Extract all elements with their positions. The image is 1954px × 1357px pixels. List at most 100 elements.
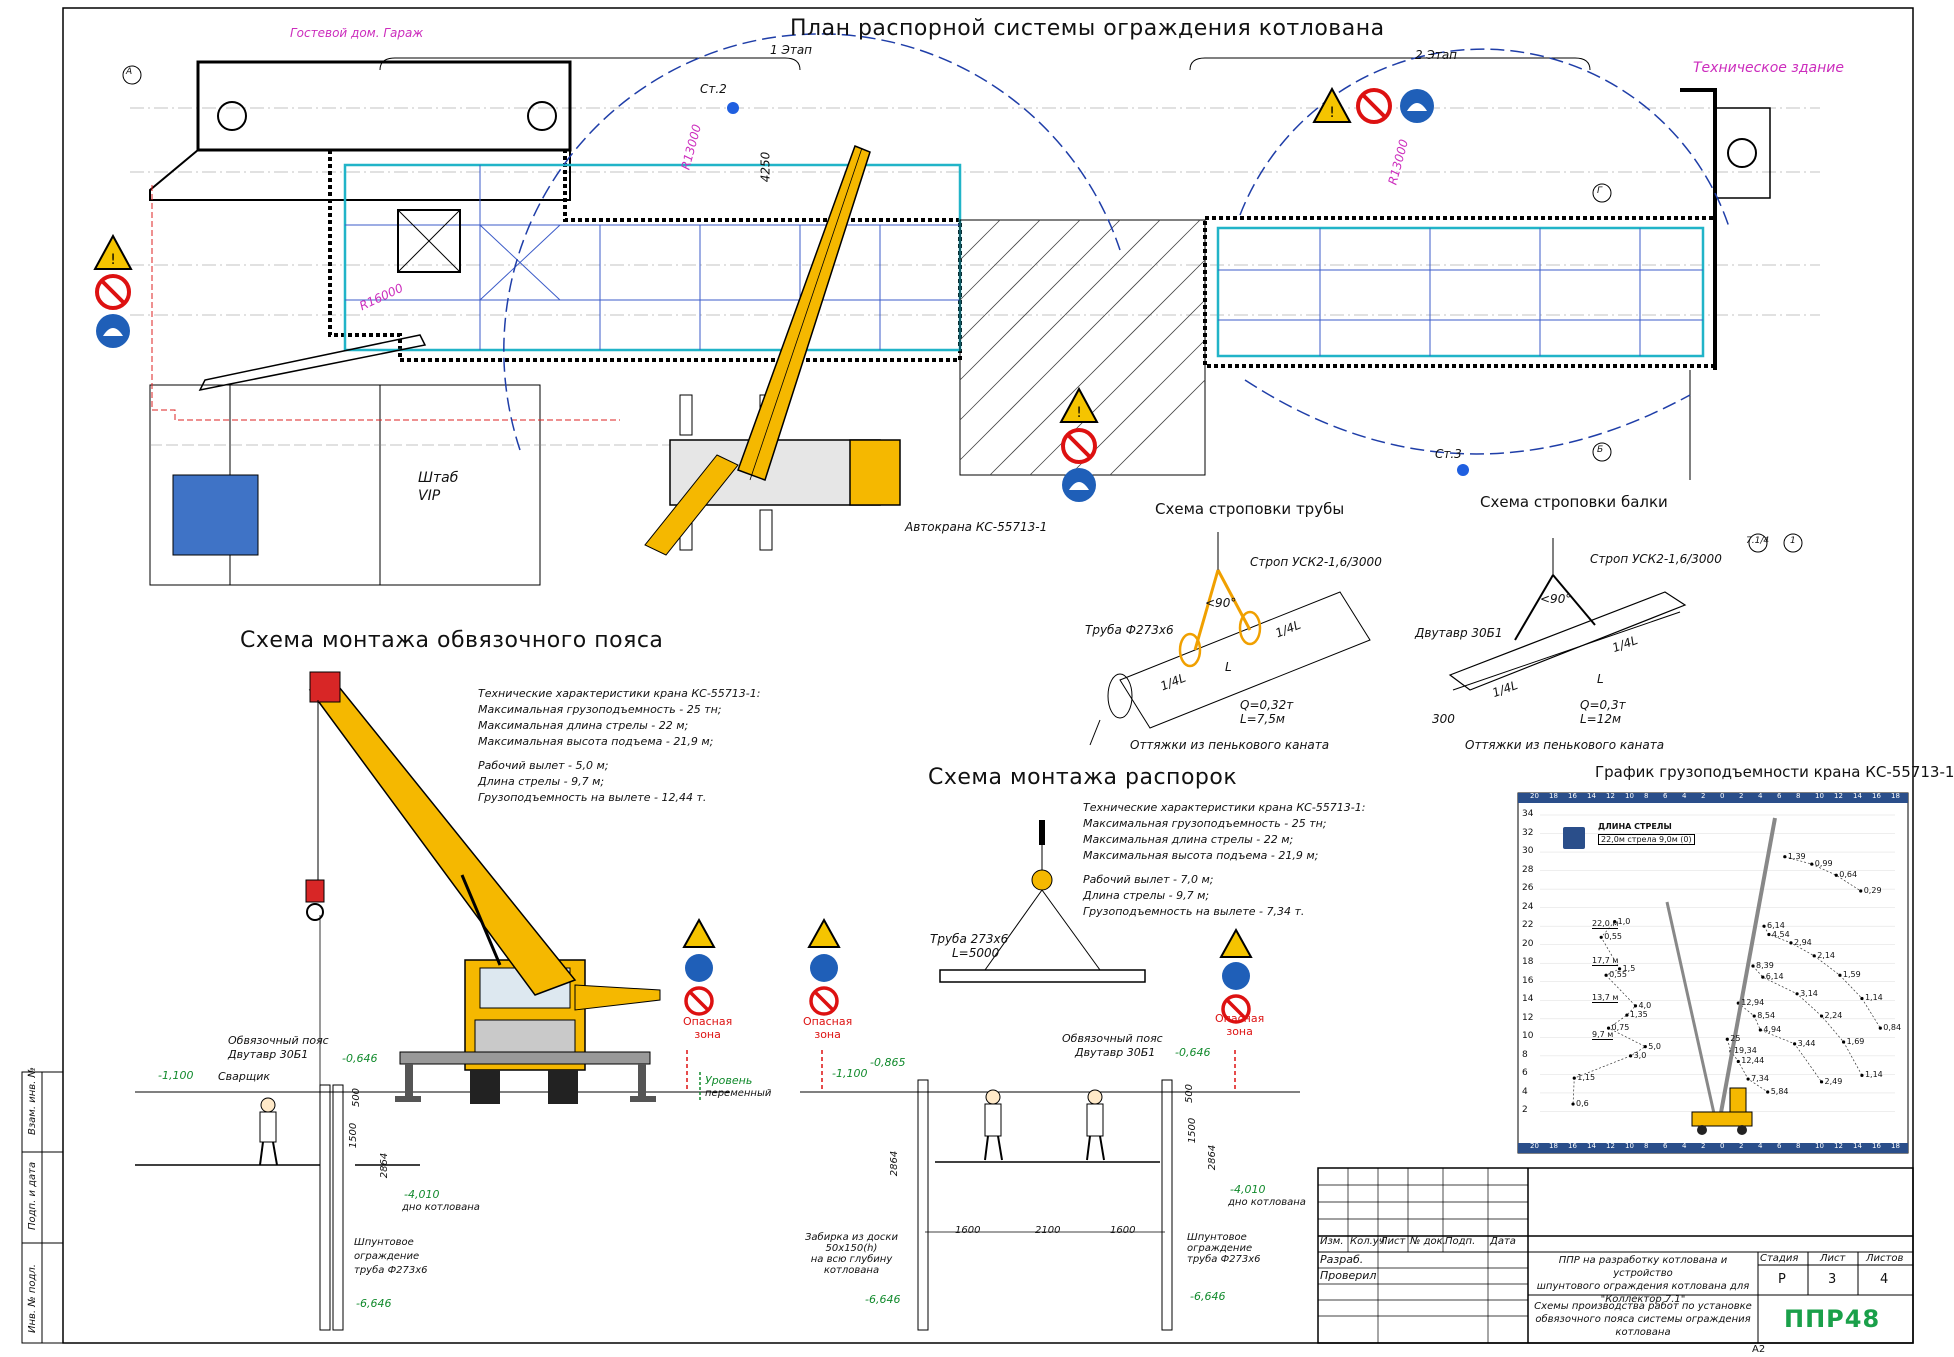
pipe-length: L=7,5м: [1240, 712, 1285, 726]
no-entry-icon-3: [1060, 427, 1098, 465]
tb-sheet-header: Лист: [1820, 1253, 1846, 1264]
belt-level-4: -6,646: [356, 1297, 392, 1310]
chart-data-label: 1,14: [1864, 1070, 1883, 1080]
chart-point: [1762, 924, 1766, 928]
chart-x-tick: 4: [1682, 1142, 1687, 1150]
chart-data-label: 1,59: [1842, 970, 1861, 980]
chart-series-line: [1738, 1002, 1822, 1083]
axis-g: Г: [1597, 186, 1603, 196]
strut-mounting-view: [800, 820, 1300, 1331]
chart-point: [1859, 889, 1863, 893]
tb-stage-header: Стадия: [1760, 1253, 1799, 1264]
chart-x-tick: 18: [1549, 792, 1558, 800]
chart-point: [1643, 1045, 1647, 1049]
svg-text:!: !: [1329, 105, 1335, 121]
chart-y-tick: 14: [1522, 994, 1534, 1005]
strut-dim-500: 500: [1184, 1083, 1196, 1104]
struts-title: Схема монтажа распорок: [928, 765, 1238, 790]
chart-data-label: 7,34: [1751, 1074, 1769, 1084]
strut-dim-1500: 1500: [1187, 1117, 1199, 1144]
beam-label: Двутавр 30Б1: [1415, 626, 1503, 640]
warning-crane-icon: !: [93, 233, 133, 272]
hq-label: Штаб: [418, 470, 459, 486]
helmet-required-icon-3: [1060, 466, 1098, 504]
chart-data-label: 1,5: [1622, 963, 1636, 973]
company-logo: ППР48: [1784, 1305, 1881, 1333]
belt-dim-500: 500: [351, 1087, 363, 1108]
belt-level-2: -0,646: [342, 1052, 378, 1065]
warning-crane-icon-3: !: [1059, 386, 1099, 425]
guest-house-label: Гостевой дом. Гараж: [290, 26, 424, 40]
beam-dim-300: 300: [1432, 712, 1455, 726]
sidebar-inventory: Инв. № подл.: [27, 1264, 38, 1333]
chart-y-tick: 2: [1522, 1105, 1528, 1116]
chart-x-tick: 8: [1796, 1142, 1801, 1150]
chart-y-tick: 24: [1522, 901, 1534, 912]
svg-text:!: !: [110, 252, 116, 268]
beam-length: L=12м: [1580, 712, 1622, 726]
chart-x-tick: 6: [1663, 792, 1668, 800]
chart-point: [1599, 935, 1603, 939]
chart-data-label: 3,44: [1797, 1038, 1816, 1048]
chart-x-tick: 14: [1587, 792, 1596, 800]
tb-sheet: 3: [1828, 1272, 1837, 1287]
chart-data-label: 0,55: [1609, 970, 1627, 980]
chart-data-label: 0,6: [1576, 1099, 1589, 1109]
pipe-label: Труба Ф273х6: [1085, 623, 1174, 637]
chart-point: [1789, 941, 1793, 945]
strut-level-4: -6,646: [1190, 1290, 1226, 1303]
pipe-weight: Q=0,32т: [1240, 698, 1294, 712]
no-entry-icon: [94, 273, 132, 311]
chart-point: [1795, 992, 1799, 996]
chart-boom-label: 17,7 м: [1592, 956, 1619, 967]
chart-x-tick: 6: [1777, 792, 1782, 800]
chart-data-label: 8,54: [1757, 1011, 1776, 1021]
chart-y-tick: 6: [1522, 1068, 1528, 1079]
beam-weight: Q=0,3т: [1580, 698, 1626, 712]
dim-1600-b: 1600: [1110, 1225, 1136, 1236]
chart-point: [1736, 1059, 1740, 1064]
chart-point: [1633, 1004, 1638, 1008]
chart-x-tick: 20: [1530, 1142, 1539, 1150]
chart-y-tick: 26: [1522, 883, 1534, 894]
chart-point: [1751, 964, 1755, 968]
chart-x-tick: 0: [1720, 1142, 1725, 1150]
chart-data-label: 0,84: [1883, 1023, 1902, 1033]
chart-point: [1746, 1077, 1750, 1081]
helmet-icon-5: [808, 952, 846, 990]
chart-y-tick: 32: [1522, 827, 1534, 838]
chart-legend: ДЛИНА СТРЕЛЫ: [1598, 822, 1672, 831]
tb-developer: Разраб.: [1320, 1253, 1364, 1266]
chart-point: [1878, 1026, 1882, 1030]
chart-x-tick: 6: [1663, 1142, 1668, 1150]
chart-x-tick: 10: [1815, 792, 1824, 800]
chart-data-label: 6,14: [1767, 921, 1785, 931]
chart-x-tick: 14: [1853, 1142, 1862, 1150]
chart-y-tick: 28: [1522, 864, 1534, 875]
belt-level-3: -4,010: [404, 1188, 440, 1201]
chart-data-label: 0,99: [1814, 859, 1833, 869]
chart-point: [1761, 975, 1765, 979]
stage2-label: 2 Этап: [1415, 48, 1458, 62]
chart-x-tick: 0: [1720, 792, 1725, 800]
chart-x-tick: 6: [1777, 1142, 1782, 1150]
chart-y-tick: 22: [1522, 920, 1534, 931]
sheet-frame: [62, 7, 1914, 1344]
chart-x-tick: 12: [1834, 1142, 1843, 1150]
tb-project: ППР на разработку котлована и устройство…: [1536, 1255, 1750, 1305]
axis-1: 1: [1790, 536, 1796, 546]
chart-data-label: 1,14: [1864, 993, 1883, 1003]
beam-angle: <90°: [1540, 592, 1572, 606]
stage1-label: 1 Этап: [770, 43, 813, 57]
chart-data-label: 19,34: [1733, 1046, 1757, 1056]
belt-level-1: -1,100: [158, 1069, 194, 1082]
belt-bottom: дно котлована: [402, 1202, 480, 1213]
chart-series-line: [1572, 921, 1646, 1105]
chart-point: [1604, 973, 1608, 977]
chart-x-tick: 16: [1568, 1142, 1577, 1150]
chart-y-tick: 16: [1522, 975, 1534, 986]
chart-point: [1758, 1028, 1762, 1032]
helmet-required-icon-2: [1398, 87, 1436, 125]
chart-x-tick: 16: [1872, 792, 1881, 800]
